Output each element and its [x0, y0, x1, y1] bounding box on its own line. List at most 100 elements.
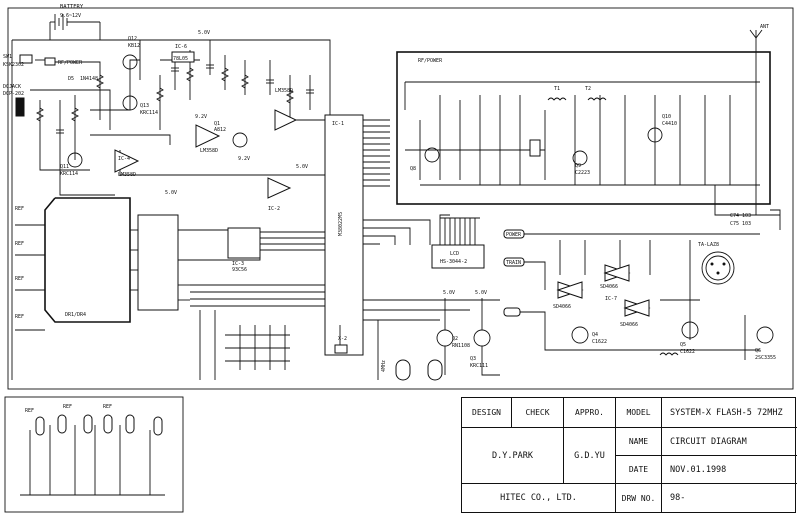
v50-label-d: 5.0V — [443, 290, 455, 296]
key-matrix-grid — [225, 325, 290, 370]
svg-text:RN1108: RN1108 — [452, 343, 470, 349]
stick-pots: REF REF REF REF — [15, 206, 45, 331]
svg-text:REF: REF — [25, 408, 34, 414]
svg-text:78L05: 78L05 — [173, 56, 188, 62]
rf-coils — [529, 97, 607, 157]
design-label: DESIGN — [462, 398, 512, 428]
rf-power-connector-left: RF/POWER D5 1N4148 — [44, 57, 98, 82]
appro-label: APPRO. — [564, 398, 616, 428]
svg-text:Q8: Q8 — [410, 166, 416, 172]
svg-text:X-2: X-2 — [338, 336, 347, 342]
svg-text:Q6: Q6 — [755, 348, 761, 354]
svg-text:POWER: POWER — [506, 232, 522, 238]
ic7-switch: SD4066 — [553, 281, 584, 310]
date-value: NOV.01.1998 — [662, 456, 797, 484]
battery-voltage: 9.6~12V — [60, 13, 81, 19]
lcd-connector: LCD HS-3044-2 — [431, 214, 485, 269]
svg-text:REF: REF — [63, 404, 72, 410]
capacitors-upper — [56, 64, 314, 134]
q4-transistor: Q4 C1622 — [571, 326, 607, 345]
svg-text:Q4: Q4 — [592, 332, 598, 338]
x1-crystal: 4MHz — [381, 359, 443, 381]
drw-value: 98- — [670, 493, 686, 503]
svg-text:KRC114: KRC114 — [140, 110, 158, 116]
svg-text:ANT: ANT — [760, 24, 769, 30]
ic2-opamp-c: IC-2 — [267, 177, 292, 212]
q5-transistor: Q5 C1622 — [680, 321, 699, 355]
coil-l1 — [659, 352, 679, 356]
svg-text:D5: D5 — [68, 76, 74, 82]
q11-transistor: Q11 KRC114 — [60, 152, 83, 177]
drw-label: DRW NO. — [616, 484, 662, 512]
svg-text:Q10: Q10 — [662, 114, 671, 120]
svg-text:Q5: Q5 — [680, 342, 686, 348]
svg-text:REF: REF — [15, 276, 24, 282]
ic3-eeprom: IC-3 93C56 — [227, 227, 261, 273]
rf-t1-label: T1 — [554, 86, 560, 92]
svg-text:SD4066: SD4066 — [553, 304, 571, 310]
name-label: NAME — [616, 428, 662, 456]
v50-label-c: 5.0V — [165, 190, 177, 196]
train-input-tag: TRAIN — [503, 257, 525, 267]
svg-text:RF/POWER: RF/POWER — [58, 60, 83, 66]
input-tag-3 — [503, 307, 521, 317]
q3-transistor: Q3 KRC111 — [470, 329, 491, 369]
svg-text:C1622: C1622 — [592, 339, 607, 345]
q1-transistor: Q1 A812 — [214, 121, 248, 148]
q2-transistor: Q2 RN1108 — [436, 329, 470, 349]
ic7b-switch: IC-7 SD4066 — [605, 296, 651, 328]
q8-transistor: Q8 — [410, 147, 440, 172]
q6-transistor: Q6 2SC3355 — [755, 326, 776, 361]
svg-text:SD4066: SD4066 — [620, 322, 638, 328]
power-input-tag: POWER — [503, 229, 525, 239]
ic6-regulator: IC-6 78L05 — [171, 44, 195, 63]
rf-wiring — [404, 81, 760, 186]
battery: BATTERY 9.6~12V — [49, 4, 101, 40]
svg-text:IC-3: IC-3 — [232, 261, 244, 267]
svg-text:Q2: Q2 — [452, 336, 458, 342]
ic2-opamp-a: LM358D — [195, 124, 221, 154]
c74-label: C74 103 — [730, 213, 751, 219]
svg-text:A812: A812 — [214, 127, 226, 133]
svg-text:C1622: C1622 — [680, 349, 695, 355]
svg-text:TA-LAZ8: TA-LAZ8 — [698, 242, 719, 248]
svg-text:REF: REF — [15, 206, 24, 212]
svg-text:LCD: LCD — [450, 251, 459, 257]
date-label: DATE — [616, 456, 662, 484]
v50-label-a: 5.0V — [198, 30, 210, 36]
svg-text:IC-2: IC-2 — [268, 206, 280, 212]
svg-text:IC-1: IC-1 — [332, 121, 344, 127]
q12-transistor: Q12 KB12 — [122, 36, 140, 70]
stick-input-block: DR1/DR4 — [44, 197, 131, 323]
q9-transistor: C2223 Q9 — [572, 150, 590, 176]
company-name: HITEC CO., LTD. — [462, 484, 616, 512]
svg-text:Q11: Q11 — [60, 164, 69, 170]
sw1-switch: SW1 KSK2302 — [3, 54, 33, 68]
trainer-din-jack: TA-LAZ8 — [698, 242, 735, 285]
name-value: CIRCUIT DIAGRAM — [662, 428, 797, 456]
svg-text:C2223: C2223 — [575, 170, 590, 176]
v92-label-b: 9.2V — [238, 156, 250, 162]
drawing-frame — [7, 7, 794, 390]
model-label: MODEL — [616, 398, 662, 428]
svg-text:1N4148: 1N4148 — [80, 76, 98, 82]
svg-text:IC-4: IC-4 — [118, 156, 130, 162]
svg-text:93C56: 93C56 — [232, 267, 247, 273]
svg-text:4MHz: 4MHz — [381, 360, 387, 372]
svg-text:KRC114: KRC114 — [60, 171, 78, 177]
q10-transistor: Q10 C4410 — [647, 114, 677, 143]
rf-t2-label: T2 — [585, 86, 591, 92]
designer-name: D.Y.PARK — [462, 428, 564, 484]
dc-jack: DCJACK DCP-202 — [3, 84, 25, 117]
svg-text:Q3: Q3 — [470, 356, 476, 362]
resistors-upper-left — [35, 67, 295, 122]
svg-text:REF: REF — [103, 404, 112, 410]
svg-text:LM358D: LM358D — [200, 148, 218, 154]
q13-transistor: Q13 KRC114 — [122, 95, 158, 116]
svg-text:KRC111: KRC111 — [470, 363, 488, 369]
title-block: DESIGN CHECK APPRO. MODEL SYSTEM-X FLASH… — [461, 397, 797, 513]
svg-text:LM358D: LM358D — [118, 172, 136, 178]
aux-switch-block: REF REF REF — [4, 396, 184, 513]
svg-text:KSK2302: KSK2302 — [3, 62, 24, 68]
